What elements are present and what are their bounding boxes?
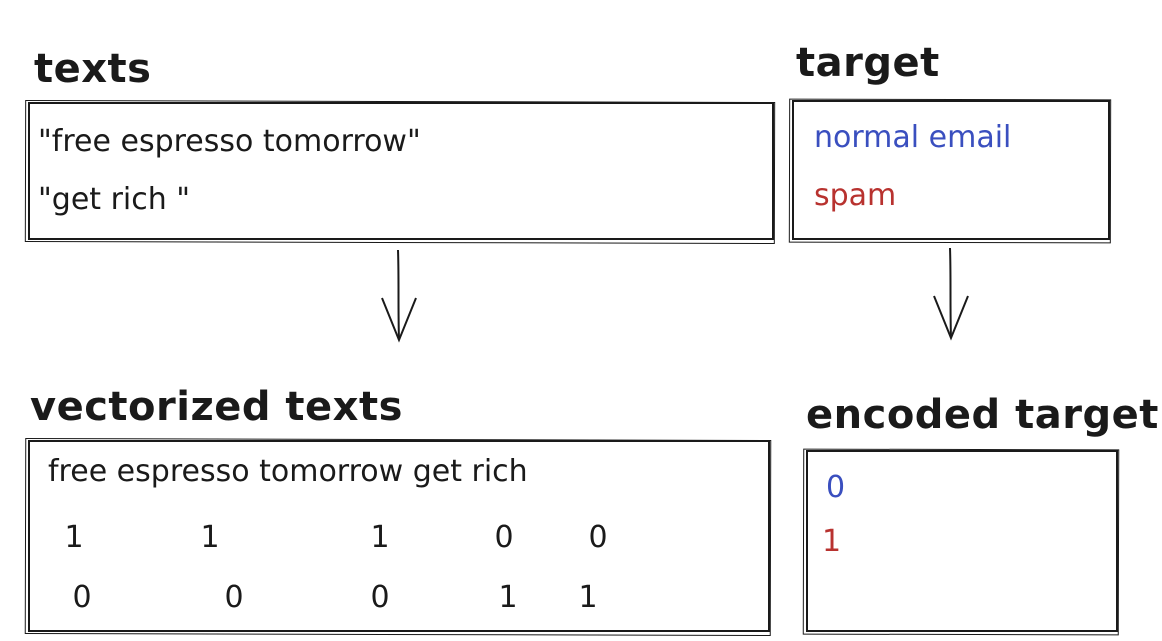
encoded-value-1: 1 [822,524,842,559]
target-box: normal email spam [792,100,1110,240]
matrix-cell: 1 [64,520,84,555]
encoded-box: 0 1 [806,450,1118,632]
matrix-cell: 1 [370,520,390,555]
matrix-cell: 1 [498,580,518,615]
encoded-heading: encoded target [806,392,1159,438]
vectorized-box: free espresso tomorrow get rich 1 1 1 0 … [28,440,770,632]
texts-heading: texts [34,46,152,92]
vocabulary-header: free espresso tomorrow get rich [48,454,528,489]
target-normal-email: normal email [814,120,1012,155]
texts-box: "free espresso tomorrow" "get rich " [28,102,774,240]
down-arrow-icon [933,247,969,341]
encoded-value-0: 0 [826,470,846,505]
vectorized-heading: vectorized texts [30,384,403,430]
matrix-cell: 0 [224,580,244,615]
matrix-cell: 0 [370,580,390,615]
text-item-1: "free espresso tomorrow" [38,124,421,159]
matrix-cell: 1 [200,520,220,555]
target-heading: target [796,40,940,86]
matrix-cell: 1 [578,580,598,615]
target-spam: spam [814,178,897,213]
matrix-cell: 0 [494,520,514,555]
text-item-2: "get rich " [38,182,191,217]
matrix-cell: 0 [588,520,608,555]
matrix-cell: 0 [72,580,92,615]
down-arrow-icon [381,249,417,343]
